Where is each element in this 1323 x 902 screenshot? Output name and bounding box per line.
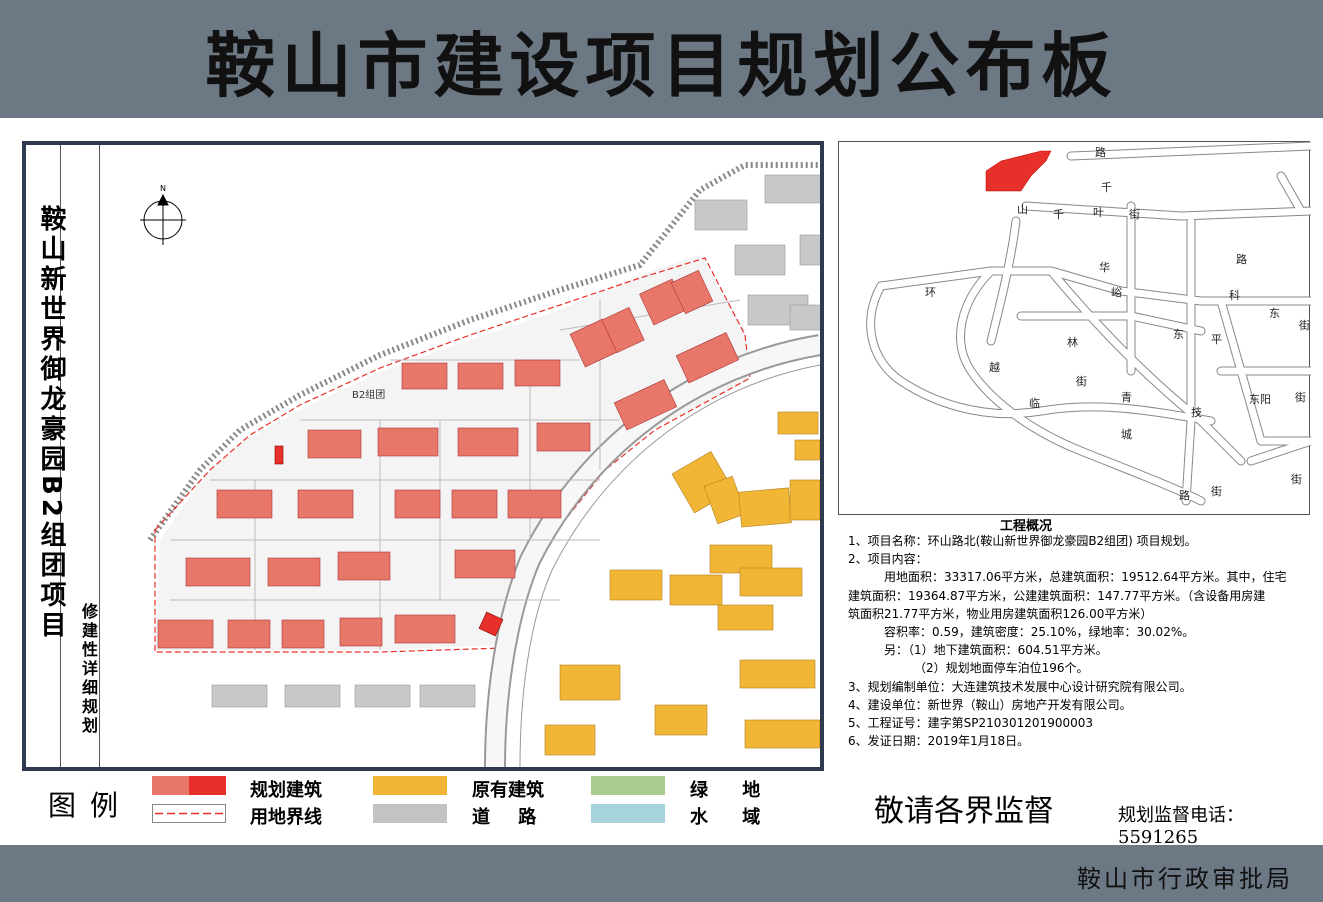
title-column-divider (60, 145, 61, 767)
project-overview: 1、项目名称：环山路北(鞍山新世界御龙豪园B2组团) 项目规划。 2、项目内容：… (848, 532, 1318, 750)
issuer-name: 鞍山市行政审批局 (1077, 865, 1293, 893)
existing-gray-buildings (211, 174, 820, 708)
svg-text:东阳: 东阳 (1249, 393, 1271, 406)
legend-swatch-road (373, 804, 447, 823)
supervision-slogan: 敬请各界监督 (874, 794, 1054, 829)
overview-line: 另：（1）地下建筑面积：604.51平方米。 (884, 643, 1108, 658)
overview-line: 5、工程证号：建字第SP210301201900003 (848, 716, 1094, 731)
overview-line: 6、发证日期：2019年1月18日。 (848, 734, 1030, 749)
existing-orange-buildings (544, 411, 820, 756)
overview-line: 2、项目内容： (848, 552, 928, 567)
project-site-marker (985, 150, 1052, 192)
legend-title: 图例 (48, 789, 133, 822)
title-column (26, 145, 100, 767)
legend-swatch-planned (152, 776, 226, 795)
svg-text:华: 华 (1099, 260, 1110, 274)
svg-text:街: 街 (1295, 390, 1306, 404)
svg-text:路: 路 (1095, 146, 1106, 159)
svg-text:山: 山 (1017, 203, 1028, 216)
svg-text:街: 街 (1291, 472, 1302, 486)
project-name: 鞍山新世界御龙豪园B2组团项目 (36, 205, 66, 641)
svg-text:平: 平 (1211, 333, 1222, 346)
footer-banner: 鞍山市行政审批局 (0, 845, 1323, 902)
svg-text:街: 街 (1076, 374, 1087, 388)
svg-text:环: 环 (925, 286, 936, 299)
legend-label-water: 水 域 (690, 807, 761, 828)
legend-label-road: 道 路 (472, 807, 537, 828)
svg-text:越: 越 (989, 360, 1000, 374)
public-buildings (274, 445, 504, 637)
overview-line: 用地面积：33317.06平方米，总建筑面积：19512.64平方米。其中，住宅 (884, 570, 1287, 585)
legend-label-existing: 原有建筑 (472, 780, 544, 801)
location-road-labels: 路 千 山 千 叶 街 华 路 科 东 环 峪 东 平 街 林 越 街 青 临 … (925, 146, 1310, 502)
svg-text:路: 路 (1179, 489, 1190, 502)
group-label: B2组团 (352, 388, 385, 401)
overview-line: 4、建设单位：新世界（鞍山）房地产开发有限公司。 (848, 697, 1132, 712)
svg-text:技: 技 (1191, 406, 1202, 419)
legend-swatch-existing (373, 776, 447, 795)
planned-buildings (157, 269, 740, 649)
svg-text:青: 青 (1121, 391, 1132, 404)
legend-label-planned: 规划建筑 (250, 780, 322, 801)
svg-text:东: 东 (1173, 328, 1184, 341)
svg-text:城: 城 (1121, 428, 1132, 441)
north-arrow (140, 193, 186, 245)
overview-line: 建筑面积：19364.87平方米，公建建筑面积：147.77平方米。（含设备用房… (848, 588, 1266, 603)
location-map: 路 千 山 千 叶 街 华 路 科 东 环 峪 东 平 街 林 越 街 青 临 … (838, 141, 1316, 515)
svg-text:路: 路 (1236, 253, 1247, 266)
header-banner: 鞍山市建设项目规划公布板 (0, 0, 1323, 118)
legend-label-boundary: 用地界线 (250, 807, 322, 828)
legend-swatch-boundary (152, 804, 226, 823)
site-plan-drawing: N B2组团 (140, 162, 820, 767)
svg-text:千: 千 (1101, 181, 1112, 194)
overview-line: （2）规划地面停车泊位196个。 (914, 661, 1089, 676)
svg-text:东: 东 (1269, 307, 1280, 320)
svg-text:林: 林 (1067, 335, 1078, 349)
svg-text:千: 千 (1053, 208, 1064, 221)
overview-title: 工程概况 (1000, 519, 1053, 534)
overview-line: 3、规划编制单位：大连建筑技术发展中心设计研究院有限公司。 (848, 679, 1192, 694)
overview-line: 筑面积21.77平方米，物业用房建筑面积126.00平方米） (848, 606, 1153, 621)
svg-text:街: 街 (1299, 318, 1310, 332)
svg-text:临: 临 (1029, 396, 1040, 410)
overview-line: 容积率：0.59，建筑密度：25.10%，绿地率：30.02%。 (884, 625, 1195, 640)
location-map-drawing: 路 千 山 千 叶 街 华 路 科 东 环 峪 东 平 街 林 越 街 青 临 … (866, 141, 1316, 506)
legend-swatch-green (591, 776, 665, 795)
svg-text:科: 科 (1229, 288, 1240, 302)
legend-swatch-water (591, 804, 665, 823)
supervision-hotline: 规划监督电话：5591265 (1118, 805, 1244, 848)
legend-label-green: 绿 地 (690, 780, 761, 801)
svg-text:峪: 峪 (1111, 286, 1122, 299)
svg-text:街: 街 (1211, 484, 1222, 498)
svg-text:街: 街 (1129, 207, 1140, 221)
plan-type: 修建性详细规划 (79, 603, 98, 736)
svg-text:叶: 叶 (1093, 206, 1104, 219)
north-label: N (160, 184, 166, 193)
board-title: 鞍山市建设项目规划公布板 (205, 24, 1118, 107)
overview-line: 1、项目名称：环山路北(鞍山新世界御龙豪园B2组团) 项目规划。 (848, 534, 1197, 548)
